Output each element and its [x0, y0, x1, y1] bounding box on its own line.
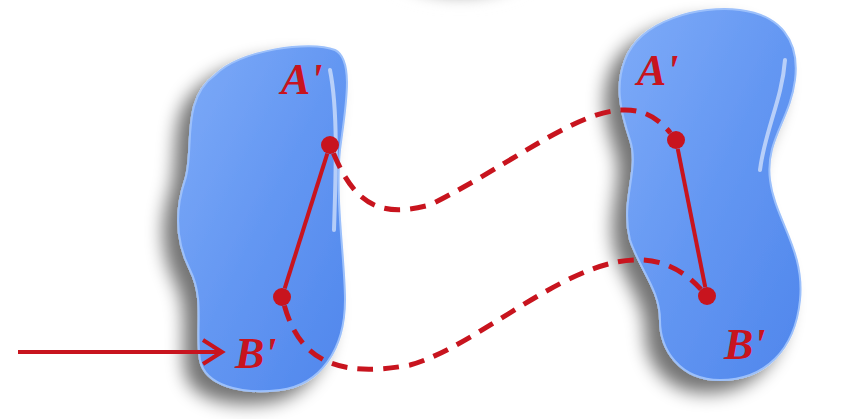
point-label: A' [637, 49, 679, 93]
point-marker: B' [698, 287, 716, 305]
point-marker: A' [667, 131, 685, 149]
body-segment [285, 154, 328, 289]
point-label: B' [235, 332, 277, 376]
point-label: A' [281, 58, 323, 102]
point-label: B' [724, 323, 766, 367]
point-marker: A' [321, 136, 339, 154]
force-arrow-head [203, 340, 222, 364]
shadow-shape [390, 0, 530, 30]
point-marker: B' [273, 288, 291, 306]
highlight [760, 60, 785, 170]
trajectory-line [333, 110, 670, 210]
trajectory-line [333, 110, 670, 210]
trajectory-line [284, 260, 701, 369]
force-arrow [18, 350, 220, 354]
body-initial [178, 46, 347, 391]
body-segment [285, 154, 328, 289]
body-segment [678, 149, 705, 287]
body-segment [678, 149, 705, 287]
body-final [620, 9, 801, 380]
trajectory-line [284, 260, 701, 369]
